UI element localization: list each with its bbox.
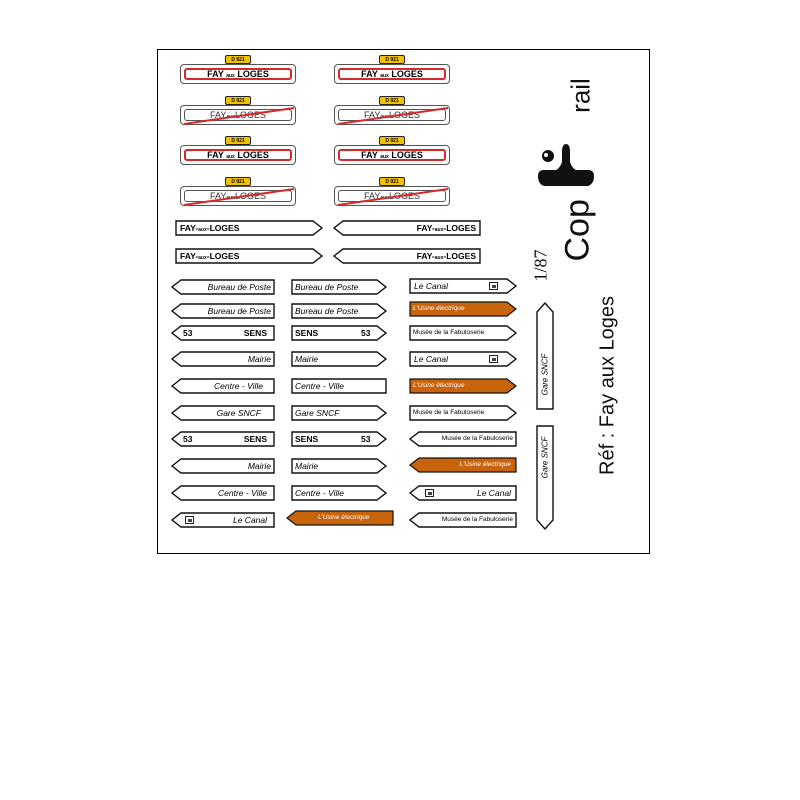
sign-mairie: Mairie xyxy=(291,351,388,367)
sign-gare: Gare SNCF xyxy=(170,405,275,421)
logo-rail-text: rail xyxy=(565,78,596,113)
sign-centre-ville: Centre - Ville xyxy=(291,485,388,501)
sign-musee: Musée de la Fabuloserie xyxy=(409,405,518,421)
red-strike-line xyxy=(183,188,295,206)
sign-mairie: Mairie xyxy=(170,351,275,367)
sign-musee: Musée de la Fabuloserie xyxy=(408,512,517,528)
vertical-gare-sign: Gare SNCF xyxy=(536,425,554,531)
road-number-tag: D 921 xyxy=(225,55,251,64)
sign-usine: L'Usine électrique xyxy=(409,301,517,317)
sign-usine: L'Usine électrique xyxy=(286,510,394,526)
town-arrow-left: FAY-aux-LOGES xyxy=(332,220,481,236)
sign-sens: 53 SENS xyxy=(170,431,275,447)
vertical-gare-sign: Gare SNCF xyxy=(536,301,554,410)
reference-text: Réf : Fay aux Loges xyxy=(596,296,619,475)
sign-mairie: Mairie xyxy=(170,458,275,474)
sign-mairie: Mairie xyxy=(291,458,388,474)
sign-musee: Musée de la Fabuloserie xyxy=(409,325,518,341)
sign-usine: L'Usine électrique xyxy=(409,378,517,394)
sign-bureau-poste: Bureau de Poste xyxy=(170,303,275,319)
sign-sens: SENS 53 xyxy=(291,431,388,447)
picture-icon xyxy=(489,355,498,363)
sign-sens: SENS 53 xyxy=(291,325,388,341)
sign-gare: Gare SNCF xyxy=(291,405,388,421)
red-strike-line xyxy=(337,107,449,125)
sign-canal: Le Canal xyxy=(408,485,517,501)
sign-usine: L'Usine électrique xyxy=(409,457,517,473)
picture-icon xyxy=(185,516,194,524)
sign-canal: Le Canal xyxy=(409,351,518,367)
sign-musee: Musée de la Fabuloserie xyxy=(408,431,517,447)
sign-bureau-poste: Bureau de Poste xyxy=(291,279,388,295)
picture-icon xyxy=(489,282,498,290)
picture-icon xyxy=(425,489,434,497)
sign-canal: Le Canal xyxy=(409,278,518,294)
red-strike-line xyxy=(183,107,295,125)
sign-canal: Le Canal xyxy=(170,512,275,528)
logo-cop-text: Cop xyxy=(558,199,597,262)
sign-centre-ville: Centre - Ville xyxy=(170,378,275,394)
road-number-tag: D 921 xyxy=(225,96,251,105)
town-arrow-right: FAY-aux-LOGES xyxy=(175,220,324,236)
town-arrow-right: FAY-aux-LOGES xyxy=(175,248,324,264)
sign-centre-ville: Centre - Ville xyxy=(170,485,275,501)
sign-bureau-poste: Bureau de Poste xyxy=(170,279,275,295)
sign-centre-ville: Centre - Ville xyxy=(291,378,387,394)
sign-sens: 53 SENS xyxy=(170,325,275,341)
town-arrow-left: FAY-aux-LOGES xyxy=(332,248,481,264)
red-strike-line xyxy=(337,188,449,206)
scale-text: 1/87 xyxy=(530,249,551,282)
sign-bureau-poste: Bureau de Poste xyxy=(291,303,388,319)
rail-profile-icon xyxy=(538,144,594,186)
